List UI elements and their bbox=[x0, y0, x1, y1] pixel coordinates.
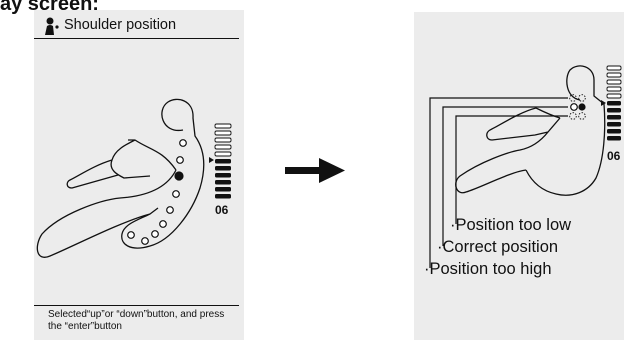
screen-title: Shoulder position bbox=[64, 17, 177, 33]
level-bar-indicator bbox=[209, 123, 232, 199]
level-bar-indicator-right bbox=[601, 65, 622, 141]
label-text: Position too high bbox=[429, 260, 552, 278]
label-position-too-high: ·Position too high bbox=[424, 260, 552, 278]
left-display-screen bbox=[34, 10, 244, 340]
node-point bbox=[151, 230, 159, 238]
callout-line-too-low bbox=[455, 115, 568, 224]
instruction-divider bbox=[34, 305, 239, 306]
label-text: Correct position bbox=[442, 238, 559, 256]
seated-person-outline-zoomed bbox=[455, 65, 606, 196]
node-point-selected bbox=[174, 171, 184, 181]
level-pointer-icon bbox=[209, 157, 214, 163]
node-point bbox=[172, 190, 180, 198]
node-point bbox=[166, 206, 174, 214]
level-pointer-icon bbox=[601, 100, 606, 106]
level-value: 06 bbox=[215, 203, 229, 217]
alt-node-points bbox=[569, 94, 586, 120]
right-display-screen bbox=[414, 12, 624, 340]
right-arrow-icon bbox=[285, 158, 345, 183]
level-value-right: 06 bbox=[607, 149, 621, 163]
screen-title-bar bbox=[34, 14, 239, 39]
seated-person-outline bbox=[36, 98, 205, 258]
instruction-text: Selected“up”or “down”button, and press t… bbox=[48, 309, 225, 332]
label-correct-position: ·Correct position bbox=[437, 238, 559, 256]
callout-lines bbox=[429, 97, 568, 268]
node-point bbox=[176, 156, 184, 164]
selected-node-points bbox=[570, 103, 586, 111]
label-position-too-low: ·Position too low bbox=[450, 216, 572, 234]
massage-node-points bbox=[127, 139, 187, 245]
label-text: Position too low bbox=[455, 216, 572, 234]
node-point bbox=[127, 231, 135, 239]
callout-line-too-high bbox=[429, 97, 568, 268]
callout-line-correct bbox=[442, 106, 568, 246]
node-point bbox=[179, 139, 187, 147]
node-point bbox=[141, 237, 149, 245]
node-point bbox=[159, 220, 167, 228]
person-icon bbox=[45, 17, 59, 35]
